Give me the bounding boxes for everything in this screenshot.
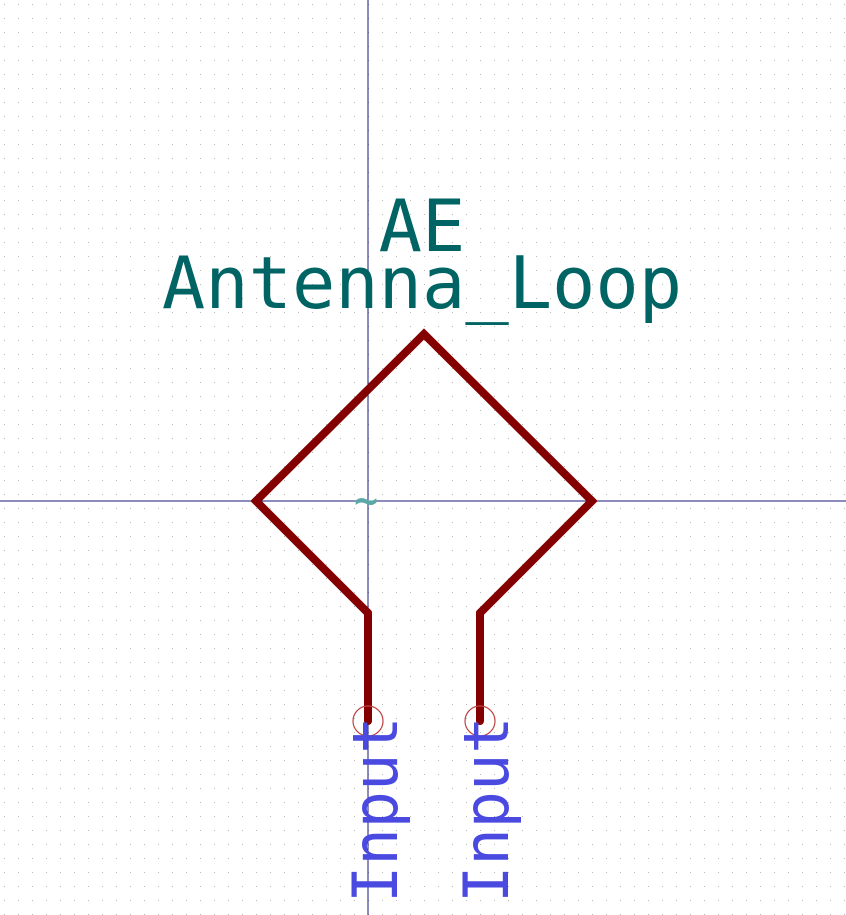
pin-1-end-circle[interactable] (352, 705, 384, 737)
pin-2-end-circle[interactable] (464, 705, 496, 737)
loop-antenna-body[interactable] (250, 328, 598, 617)
grid-dots (4, 4, 845, 915)
pin-2-name[interactable]: Input (450, 716, 523, 903)
value-field[interactable]: Antenna_Loop (162, 241, 682, 325)
pin-1-name[interactable]: Input (339, 716, 412, 903)
reference-designator[interactable]: AE (379, 184, 466, 268)
anchor-marker: ~ (354, 478, 378, 524)
